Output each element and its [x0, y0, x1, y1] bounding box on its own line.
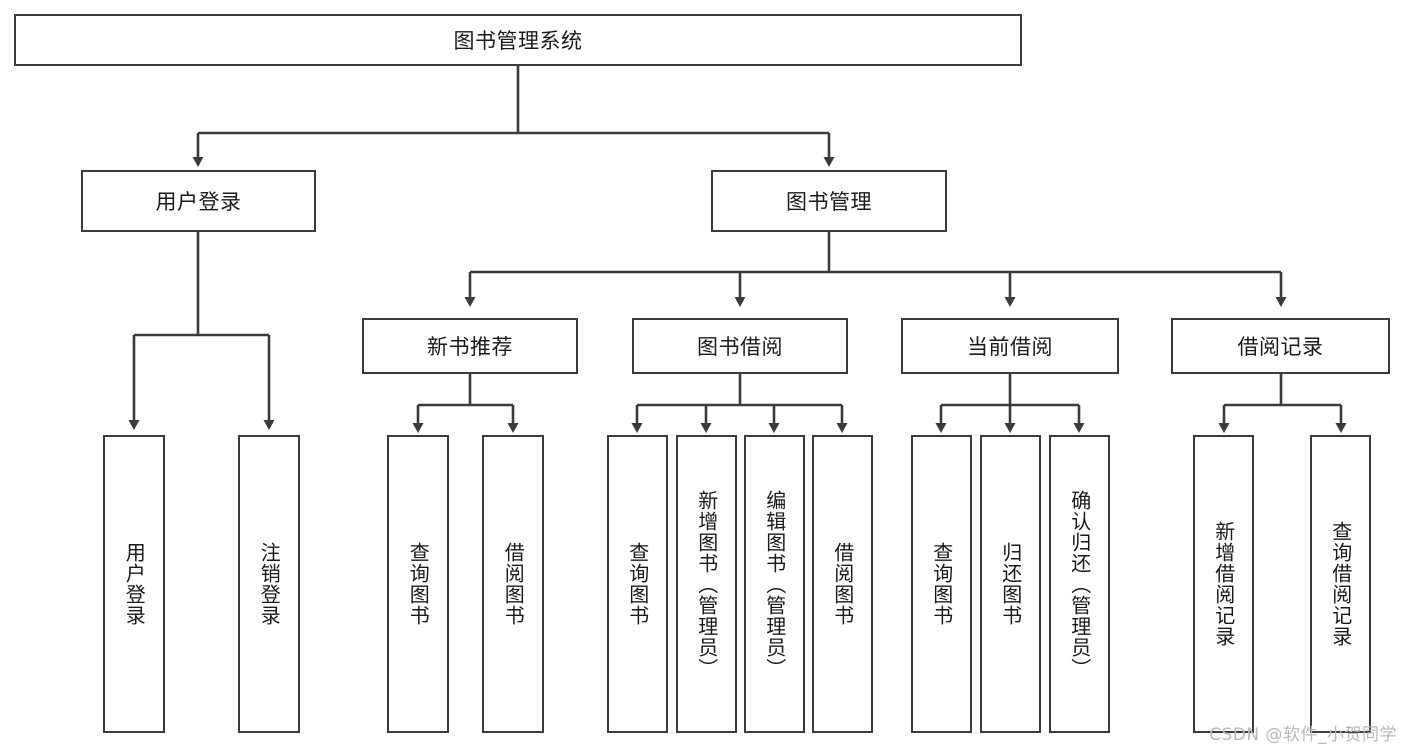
node-book-management-system[interactable]: 图书管理系统: [14, 14, 1022, 66]
node-leaf-logout-login[interactable]: 注销登录: [238, 435, 300, 733]
node-leaf-add-borrow-record[interactable]: 新增借阅记录: [1193, 435, 1254, 733]
node-leaf-borrow-book-1[interactable]: 借阅图书: [482, 435, 544, 733]
node-label: 查询图书: [929, 542, 954, 626]
node-label: 当前借阅: [967, 335, 1053, 359]
node-leaf-user-login[interactable]: 用户登录: [103, 435, 165, 733]
node-label: 借阅图书: [501, 542, 526, 626]
node-book-management[interactable]: 图书管理: [711, 170, 947, 232]
node-label: 注销登录: [257, 542, 282, 626]
node-label: 图书管理系统: [453, 29, 583, 53]
node-leaf-borrow-book-2[interactable]: 借阅图书: [812, 435, 873, 733]
node-label: 编辑图书（管理员）: [762, 489, 787, 679]
node-user-login[interactable]: 用户登录: [81, 170, 316, 232]
node-label: 确认归还（管理员）: [1067, 489, 1092, 679]
node-leaf-edit-book[interactable]: 编辑图书（管理员）: [744, 435, 805, 733]
node-leaf-add-book[interactable]: 新增图书（管理员）: [676, 435, 737, 733]
node-leaf-query-borrow-record[interactable]: 查询借阅记录: [1310, 435, 1371, 733]
node-leaf-confirm-return[interactable]: 确认归还（管理员）: [1049, 435, 1110, 733]
node-new-book-recommend[interactable]: 新书推荐: [362, 318, 578, 374]
node-label: 查询图书: [406, 542, 431, 626]
node-current-borrow[interactable]: 当前借阅: [901, 318, 1119, 374]
node-leaf-query-book-3[interactable]: 查询图书: [911, 435, 972, 733]
node-label: 图书借阅: [697, 335, 783, 359]
node-leaf-query-book-1[interactable]: 查询图书: [387, 435, 449, 733]
node-label: 新书推荐: [427, 335, 513, 359]
node-label: 用户登录: [122, 542, 147, 626]
node-borrow-record[interactable]: 借阅记录: [1171, 318, 1390, 374]
node-label: 图书管理: [786, 190, 872, 214]
node-leaf-query-book-2[interactable]: 查询图书: [607, 435, 668, 733]
node-book-borrow[interactable]: 图书借阅: [632, 318, 848, 374]
node-leaf-return-book[interactable]: 归还图书: [980, 435, 1041, 733]
node-label: 借阅记录: [1237, 335, 1324, 359]
node-label: 归还图书: [998, 542, 1023, 626]
node-label: 借阅图书: [830, 542, 855, 626]
node-label: 用户登录: [155, 190, 242, 214]
node-label: 新增借阅记录: [1211, 521, 1236, 647]
node-label: 查询图书: [625, 542, 650, 626]
node-label: 新增图书（管理员）: [694, 489, 719, 679]
node-label: 查询借阅记录: [1328, 521, 1353, 647]
